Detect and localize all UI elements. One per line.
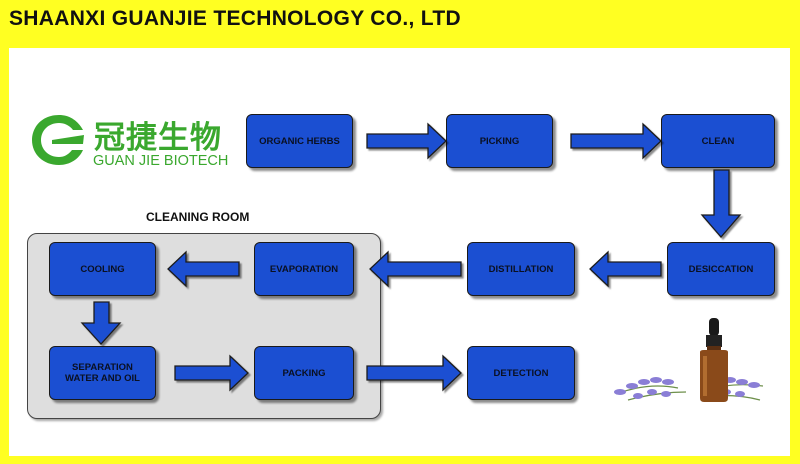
arrow-left-icon bbox=[167, 250, 240, 288]
step-desiccation: DESICCATION bbox=[667, 242, 775, 296]
logo-english-name: GUAN JIE BIOTECH bbox=[93, 153, 229, 169]
step-cooling: COOLING bbox=[49, 242, 156, 296]
company-title: SHAANXI GUANJIE TECHNOLOGY CO., LTD bbox=[9, 7, 461, 30]
step-separation-water-and-oil: SEPARATION WATER AND OIL bbox=[49, 346, 156, 400]
arrow-left-icon bbox=[369, 250, 462, 288]
arrow-right-icon bbox=[570, 122, 662, 160]
cleaning-room-title: CLEANING ROOM bbox=[146, 210, 250, 224]
arrow-right-icon bbox=[174, 354, 249, 392]
step-picking: PICKING bbox=[446, 114, 553, 168]
logo-chinese-name: 冠捷生物 bbox=[94, 120, 222, 156]
arrow-right-icon bbox=[366, 122, 447, 160]
step-organic-herbs: ORGANIC HERBS bbox=[246, 114, 353, 168]
step-clean: CLEAN bbox=[661, 114, 775, 168]
step-evaporation: EVAPORATION bbox=[254, 242, 354, 296]
step-distillation: DISTILLATION bbox=[467, 242, 575, 296]
arrow-down-icon bbox=[80, 301, 122, 345]
guanjie-logo-icon bbox=[32, 115, 84, 165]
step-detection: DETECTION bbox=[467, 346, 575, 400]
arrow-down-icon bbox=[700, 169, 742, 238]
essential-oil-bottle-icon bbox=[614, 318, 764, 402]
arrow-right-icon bbox=[366, 354, 462, 392]
step-packing: PACKING bbox=[254, 346, 354, 400]
arrow-left-icon bbox=[589, 250, 662, 288]
